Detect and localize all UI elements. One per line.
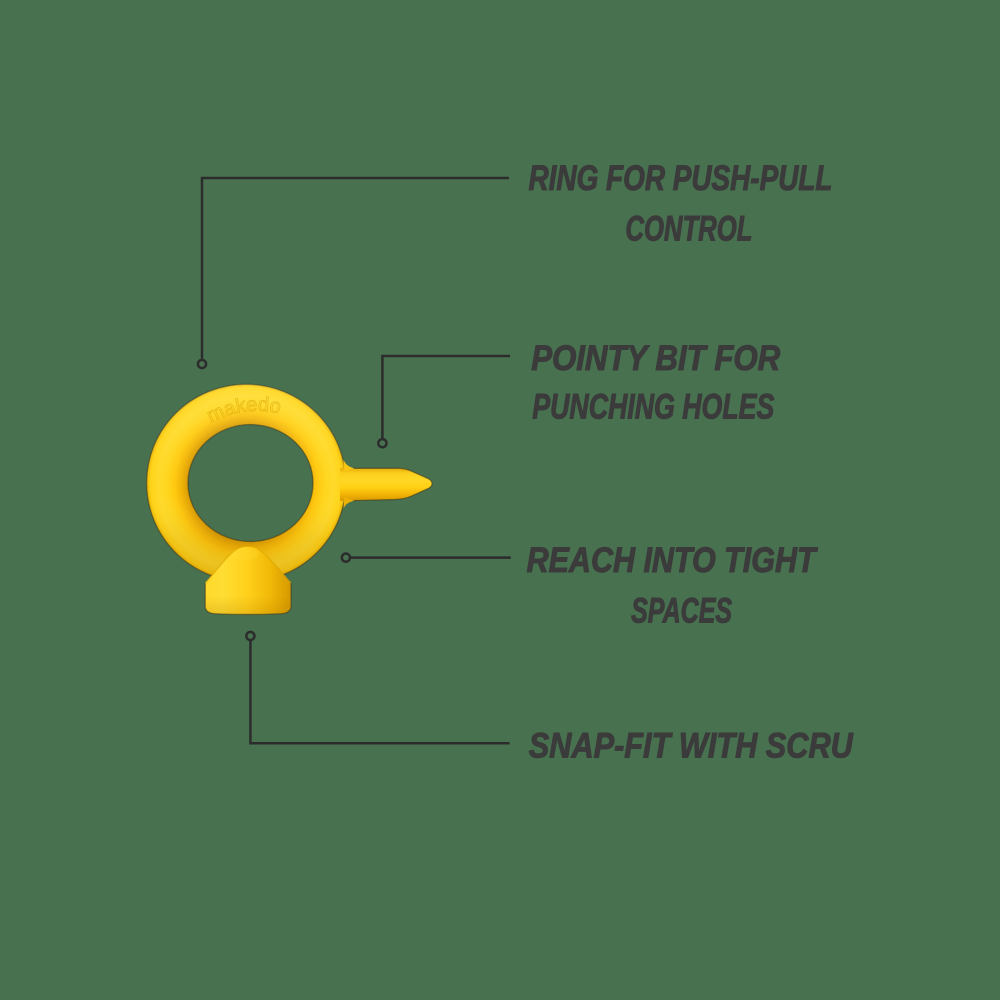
svg-text:POINTY BIT FOR: POINTY BIT FOR [531, 338, 780, 378]
svg-text:RING FOR PUSH-PULL: RING FOR PUSH-PULL [529, 158, 833, 198]
svg-text:REACH INTO TIGHT: REACH INTO TIGHT [527, 540, 819, 580]
svg-text:SPACES: SPACES [631, 591, 732, 631]
svg-text:PUNCHING HOLES: PUNCHING HOLES [532, 387, 774, 427]
svg-text:CONTROL: CONTROL [625, 209, 752, 249]
svg-text:SNAP-FIT WITH SCRU: SNAP-FIT WITH SCRU [529, 726, 854, 766]
